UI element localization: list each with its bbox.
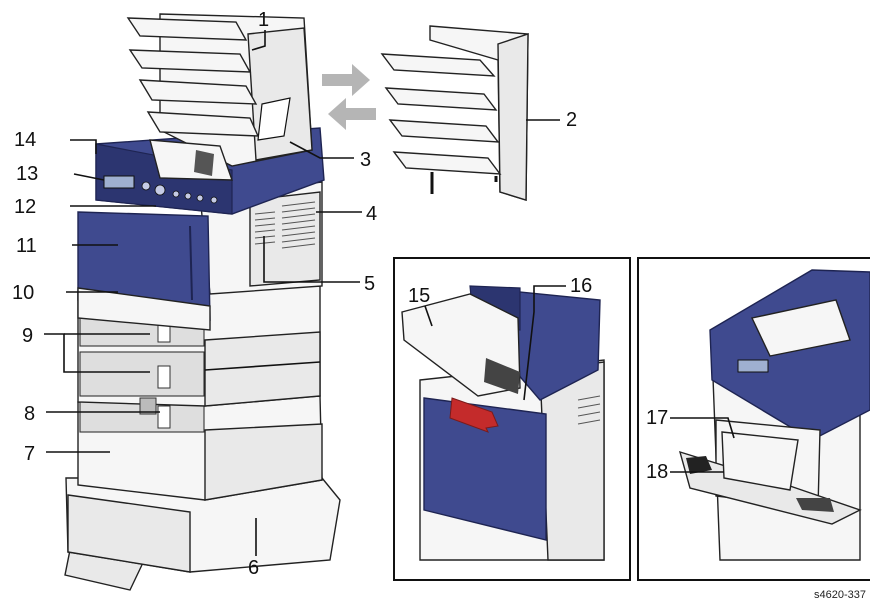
- bypass-tray-inset: [637, 257, 870, 581]
- callout-12: 12: [14, 196, 36, 218]
- callout-10: 10: [12, 282, 34, 304]
- callout-15: 15: [408, 285, 430, 307]
- callout-11: 11: [16, 235, 37, 257]
- callout-4: 4: [366, 203, 377, 225]
- arrow-left-icon: [328, 98, 376, 130]
- callout-18: 18: [646, 461, 668, 483]
- callout-labels: 1 2 3 4 5 6 7 8 9 10 11 12 13 14 15 16 1…: [12, 9, 668, 579]
- detached-mailbox-illustration: [380, 25, 529, 201]
- callout-9: 9: [22, 325, 33, 347]
- lower-cabinet: [77, 395, 323, 501]
- attach-detach-arrows: [322, 64, 376, 130]
- callout-17: 17: [646, 407, 668, 429]
- arrow-right-icon: [322, 64, 370, 96]
- callout-3: 3: [360, 149, 371, 171]
- main-printer-illustration: [64, 13, 376, 591]
- callout-13: 13: [16, 163, 38, 185]
- mailbox-finisher-mounted: [126, 13, 313, 181]
- figure-id: s4620-337: [814, 589, 866, 601]
- callout-2: 2: [566, 109, 577, 131]
- toner-inset: [393, 257, 631, 581]
- printer-stand: [64, 477, 341, 591]
- callout-6: 6: [248, 557, 259, 579]
- callout-7: 7: [24, 443, 35, 465]
- callout-8: 8: [24, 403, 35, 425]
- callout-14: 14: [14, 129, 36, 151]
- callout-16: 16: [570, 275, 592, 297]
- callout-5: 5: [364, 273, 375, 295]
- leader-lines: [44, 30, 735, 556]
- callout-1: 1: [258, 9, 269, 31]
